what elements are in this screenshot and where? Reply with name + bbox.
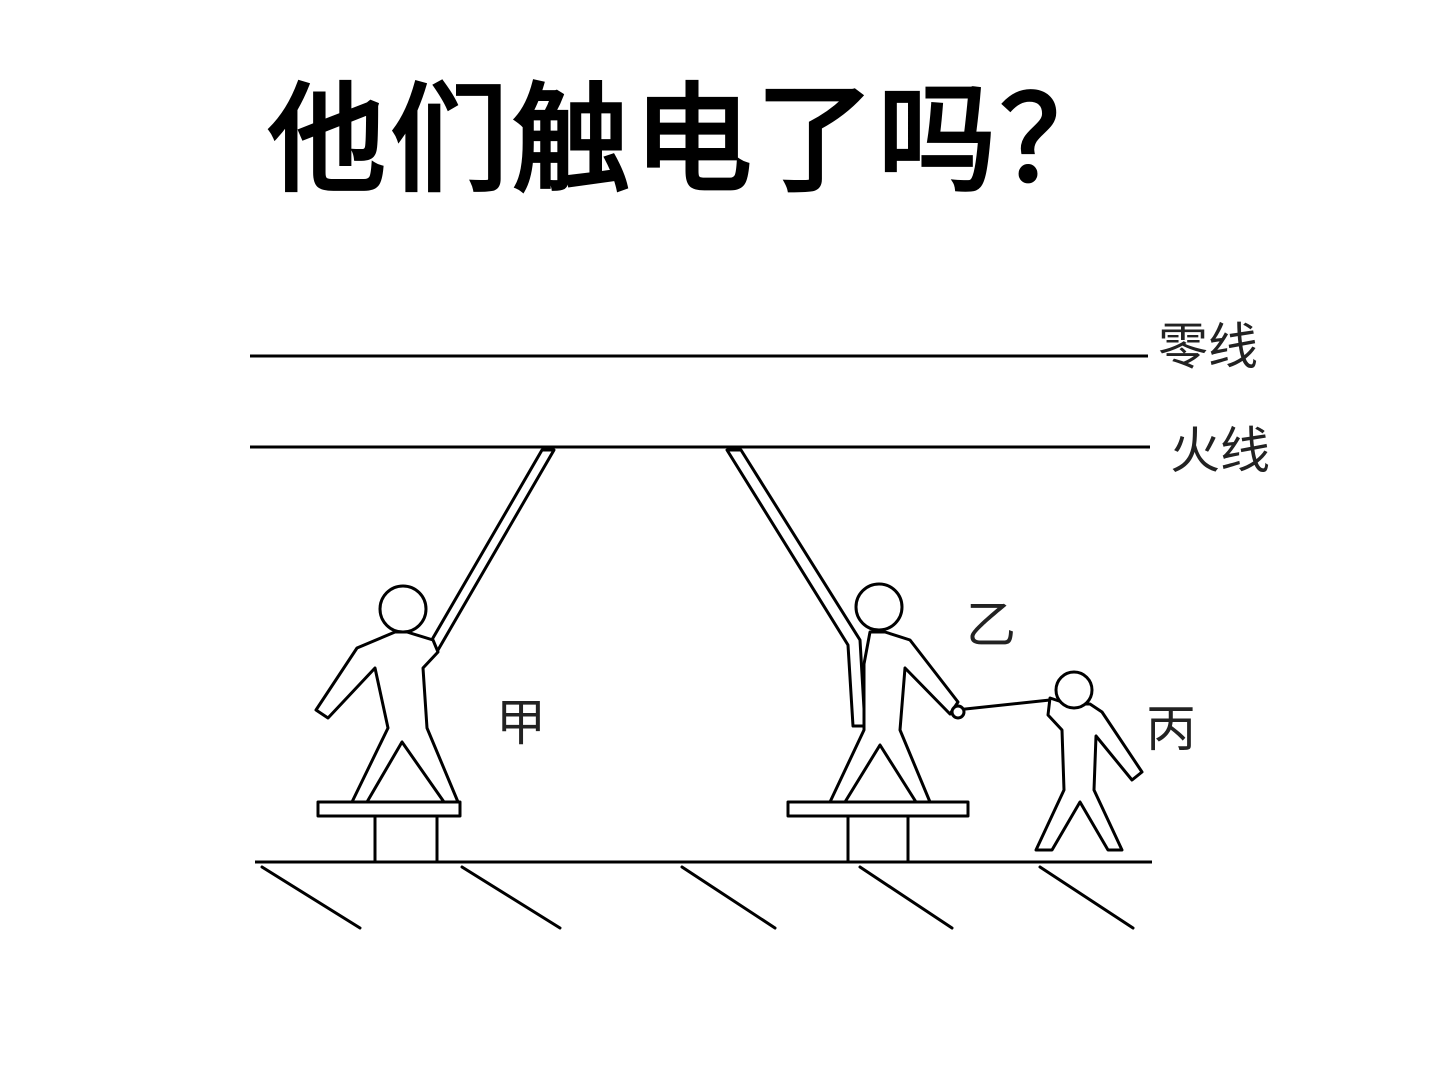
person-b-pole [725,448,867,728]
person-c [1034,670,1144,852]
ground [255,860,1152,930]
person-b-label: 乙 [966,596,1016,654]
person-b [725,448,970,864]
neutral-wire-label: 零线 [1158,318,1258,376]
page-title: 他们触电了吗？ [267,70,1122,209]
person-a-stool [316,800,462,864]
person-a [314,448,556,864]
person-a-label: 甲 [496,694,546,752]
live-wire-label: 火线 [1170,422,1270,480]
person-a-pole [424,448,556,652]
person-c-label: 丙 [1146,700,1196,758]
person-b-stool [786,800,970,864]
person-b-hand [950,704,966,720]
hand-link [954,698,1052,712]
